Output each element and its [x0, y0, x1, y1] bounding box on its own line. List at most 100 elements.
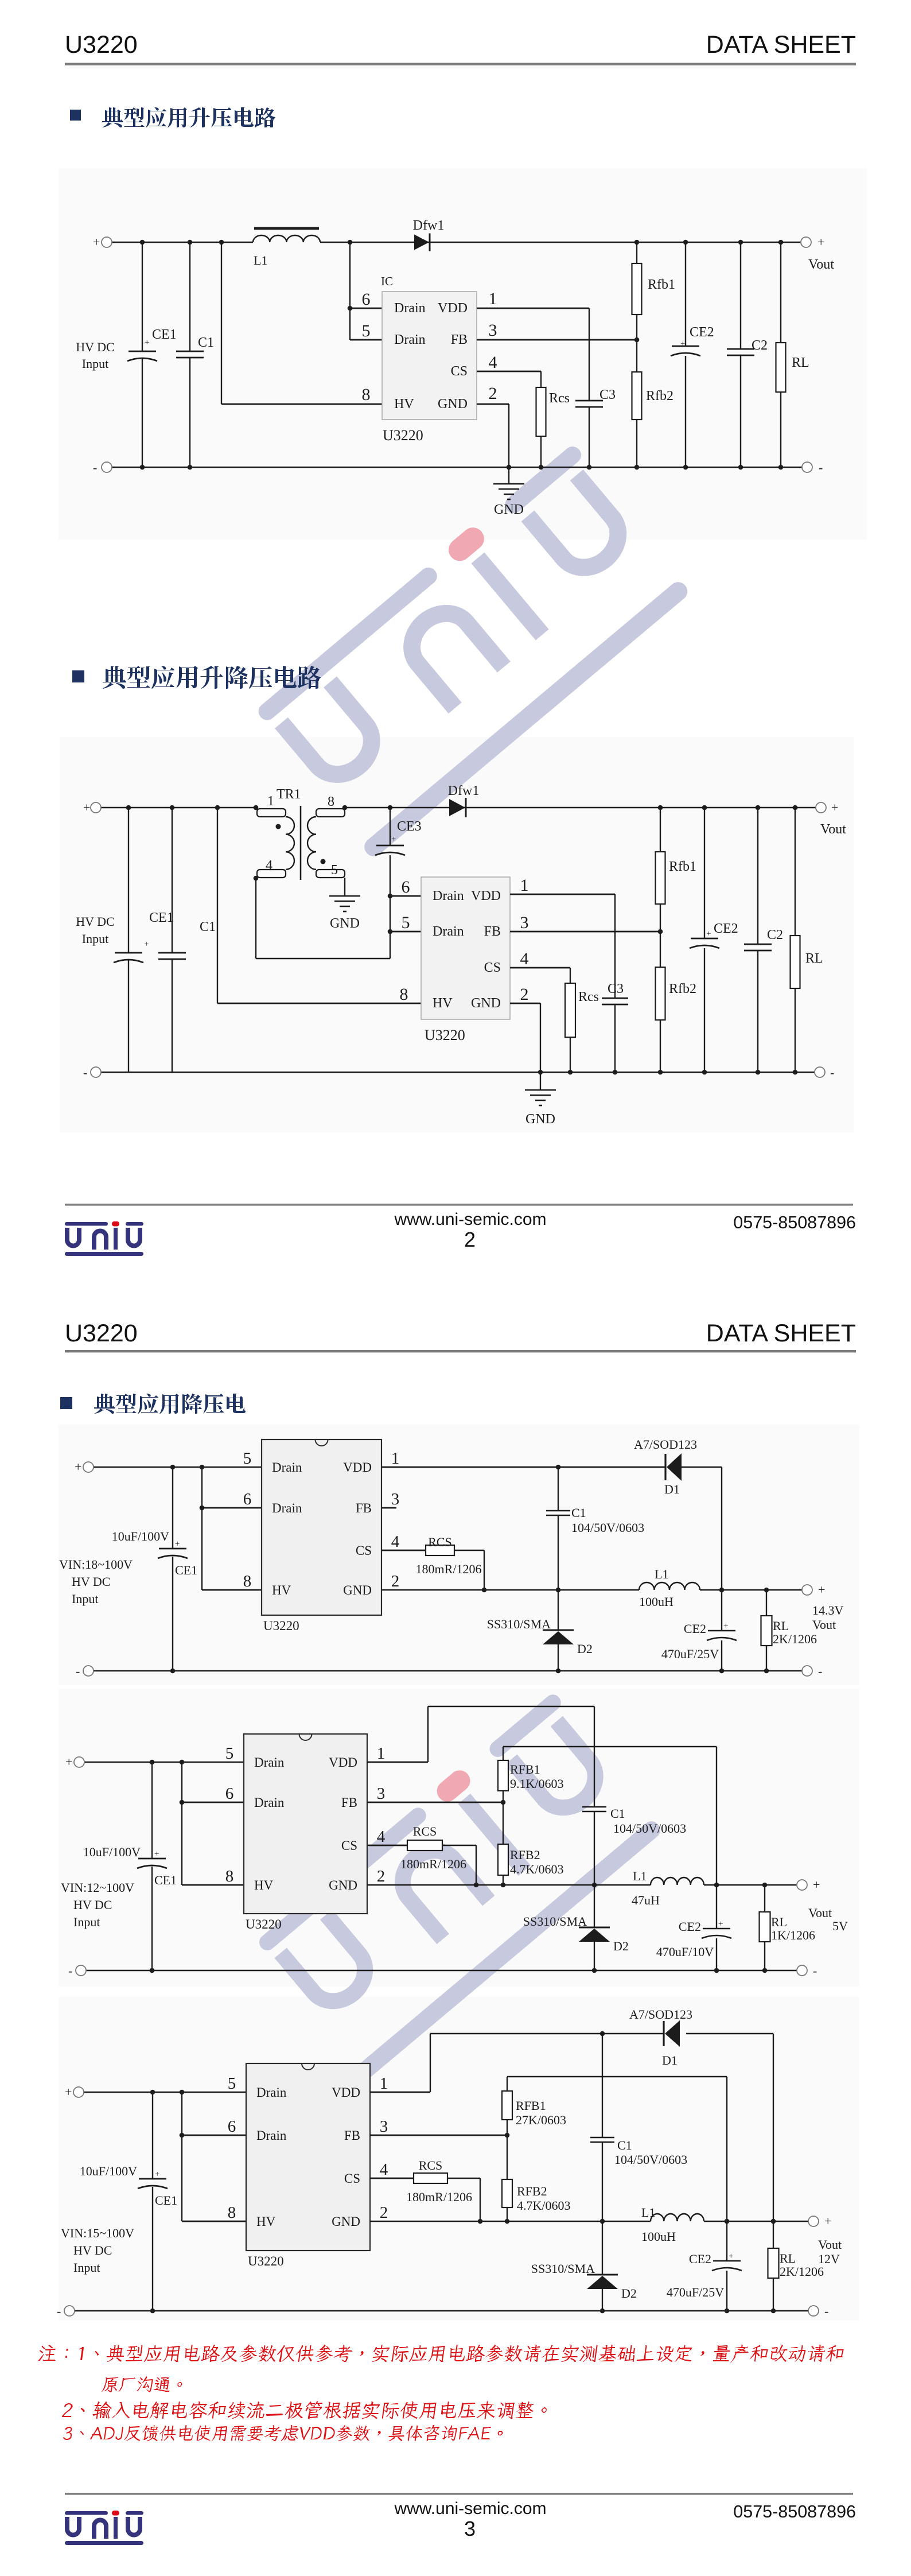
svg-text:GND: GND — [438, 397, 468, 412]
svg-text:VDD: VDD — [471, 889, 501, 903]
svg-text:RCS: RCS — [428, 1535, 452, 1549]
svg-text:5: 5 — [362, 321, 371, 340]
svg-text:14.3V: 14.3V — [812, 1603, 844, 1617]
svg-text:D1: D1 — [662, 2053, 678, 2067]
svg-text:1K/1206: 1K/1206 — [771, 1928, 815, 1942]
svg-text:RFB1: RFB1 — [510, 1762, 540, 1776]
svg-text:RFB2: RFB2 — [517, 2184, 547, 2198]
svg-text:GND: GND — [525, 1112, 555, 1127]
svg-text:Rfb2: Rfb2 — [646, 389, 673, 404]
svg-text:0575-85087896: 0575-85087896 — [733, 1213, 856, 1232]
svg-text:-: - — [824, 2304, 828, 2318]
svg-text:CE2: CE2 — [689, 2252, 711, 2266]
svg-text:RFB1: RFB1 — [516, 2098, 546, 2113]
svg-text:Input: Input — [73, 2260, 100, 2275]
svg-text:Rcs: Rcs — [549, 391, 570, 406]
svg-text:100uH: 100uH — [639, 1595, 673, 1609]
svg-text:VDD: VDD — [332, 2085, 360, 2100]
svg-text:D2: D2 — [621, 2286, 637, 2300]
svg-text:U3220: U3220 — [65, 1320, 138, 1347]
svg-text:1: 1 — [520, 876, 529, 895]
svg-text:SS310/SMA: SS310/SMA — [523, 1914, 587, 1929]
svg-text:SS310/SMA: SS310/SMA — [531, 2261, 595, 2276]
svg-text:C2: C2 — [752, 338, 768, 353]
svg-text:+: + — [723, 1621, 728, 1631]
svg-text:180mR/1206: 180mR/1206 — [406, 2190, 472, 2204]
svg-text:+: + — [145, 338, 149, 347]
svg-text:FB: FB — [451, 332, 468, 347]
svg-text:VIN:15~100V: VIN:15~100V — [61, 2226, 134, 2240]
svg-text:+: + — [831, 800, 838, 814]
svg-text:+: + — [155, 2170, 159, 2179]
svg-text:FB: FB — [484, 924, 501, 939]
svg-text:C1: C1 — [617, 2138, 632, 2152]
svg-text:CE2: CE2 — [690, 325, 714, 340]
svg-text:4: 4 — [520, 949, 529, 968]
svg-text:+: + — [706, 929, 711, 938]
svg-text:Input: Input — [82, 356, 108, 371]
svg-text:CS: CS — [344, 2171, 360, 2186]
svg-text:+: + — [175, 1539, 180, 1549]
svg-text:+: + — [154, 1849, 159, 1859]
svg-text:470uF/25V: 470uF/25V — [661, 1647, 719, 1661]
svg-text:HV: HV — [254, 1878, 274, 1892]
svg-text:IC: IC — [381, 274, 393, 288]
svg-text:L1: L1 — [641, 2205, 655, 2220]
svg-text:Drain: Drain — [394, 332, 426, 347]
svg-text:TR1: TR1 — [277, 787, 301, 802]
svg-text:Drain: Drain — [433, 889, 464, 903]
svg-text:+: + — [729, 2252, 733, 2261]
svg-text:2: 2 — [489, 384, 497, 403]
svg-text:FB: FB — [341, 1795, 357, 1810]
svg-text:4: 4 — [377, 1828, 386, 1846]
svg-text:SS310/SMA: SS310/SMA — [487, 1617, 551, 1631]
svg-text:VIN:12~100V: VIN:12~100V — [61, 1880, 134, 1895]
svg-text:5: 5 — [228, 2074, 236, 2093]
svg-text:CE3: CE3 — [397, 819, 422, 834]
svg-text:10uF/100V: 10uF/100V — [83, 1845, 141, 1859]
svg-text:Drain: Drain — [272, 1460, 302, 1475]
svg-text:4.7K/0603: 4.7K/0603 — [517, 2198, 571, 2213]
svg-text:D1: D1 — [664, 1482, 680, 1496]
svg-text:HV DC: HV DC — [73, 1898, 112, 1912]
svg-text:-: - — [818, 1664, 822, 1678]
svg-text:4: 4 — [380, 2160, 388, 2179]
svg-text:3: 3 — [489, 321, 497, 340]
svg-text:www.uni-semic.com: www.uni-semic.com — [394, 1210, 546, 1229]
svg-text:Drain: Drain — [254, 1795, 285, 1810]
svg-text:100uH: 100uH — [641, 2229, 676, 2244]
svg-text:3: 3 — [377, 1784, 386, 1803]
svg-text:2: 2 — [520, 985, 529, 1004]
svg-text:+: + — [818, 1582, 825, 1597]
svg-text:-: - — [93, 460, 97, 475]
svg-text:RL: RL — [805, 951, 823, 966]
svg-text:4: 4 — [266, 858, 272, 873]
svg-text:104/50V/0603: 104/50V/0603 — [571, 1520, 644, 1535]
svg-text:Dfw1: Dfw1 — [448, 783, 480, 798]
svg-text:Vout: Vout — [820, 822, 846, 837]
svg-text:Drain: Drain — [394, 301, 426, 316]
svg-text:2: 2 — [377, 1867, 386, 1886]
svg-text:8: 8 — [362, 385, 371, 404]
svg-text:CE2: CE2 — [714, 921, 738, 936]
svg-text:Rfb1: Rfb1 — [669, 859, 696, 874]
svg-text:2: 2 — [380, 2203, 388, 2222]
svg-text:A7/SOD123: A7/SOD123 — [629, 2007, 692, 2022]
svg-text:CS: CS — [451, 364, 468, 379]
svg-text:3: 3 — [520, 913, 529, 932]
svg-text:L1: L1 — [655, 1567, 668, 1581]
svg-text:CE1: CE1 — [152, 327, 177, 342]
svg-text:12V: 12V — [818, 2252, 840, 2266]
svg-text:5: 5 — [331, 863, 338, 878]
svg-text:+: + — [75, 1460, 81, 1474]
svg-text:6: 6 — [402, 878, 410, 897]
svg-text:Vout: Vout — [818, 2237, 842, 2252]
svg-text:3: 3 — [380, 2117, 388, 2136]
svg-text:GND: GND — [343, 1583, 372, 1597]
svg-text:27K/0603: 27K/0603 — [516, 2113, 566, 2127]
svg-text:470uF/25V: 470uF/25V — [667, 2285, 724, 2299]
svg-text:+: + — [824, 2214, 831, 2228]
svg-text:FB: FB — [344, 2128, 360, 2143]
svg-text:-: - — [813, 1964, 817, 1978]
svg-text:Drain: Drain — [272, 1501, 302, 1515]
